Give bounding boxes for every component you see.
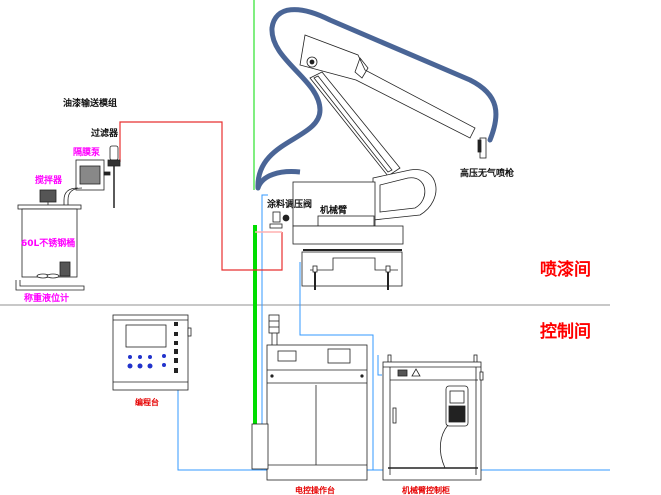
zone-label-control-room: 控制间	[540, 322, 591, 342]
label-robot-arm: 机械臂	[320, 206, 348, 216]
zone-label-spray-room: 喷漆间	[540, 260, 591, 280]
label-mixer: 搅拌器	[35, 176, 63, 186]
label-diaphragm-pump: 隔膜泵	[73, 148, 101, 158]
label-robot-controller: 机械臂控制柜	[402, 486, 450, 495]
paint-line	[119, 121, 283, 271]
label-pressure-valve: 涂料调压阀	[267, 200, 313, 210]
label-teach-station: 编程台	[135, 398, 159, 407]
robot-controller-drawing	[382, 354, 484, 481]
label-tank: 60L不锈钢桶	[21, 239, 76, 249]
teach-station-drawing	[112, 314, 192, 391]
label-level-gauge: 称重液位计	[24, 294, 70, 304]
robot-arm-drawing	[269, 34, 487, 290]
robot-cable-lower	[255, 169, 301, 190]
electric-cabinet-drawing	[251, 314, 368, 481]
paint-module-drawing	[15, 145, 121, 291]
robot-cable-hose	[255, 7, 499, 191]
label-filter: 过滤器	[91, 129, 119, 139]
label-spray-gun: 高压无气喷枪	[460, 169, 515, 179]
label-paint-module: 油漆输送模组	[63, 99, 118, 109]
label-electric-cabinet: 电控操作台	[295, 486, 335, 495]
